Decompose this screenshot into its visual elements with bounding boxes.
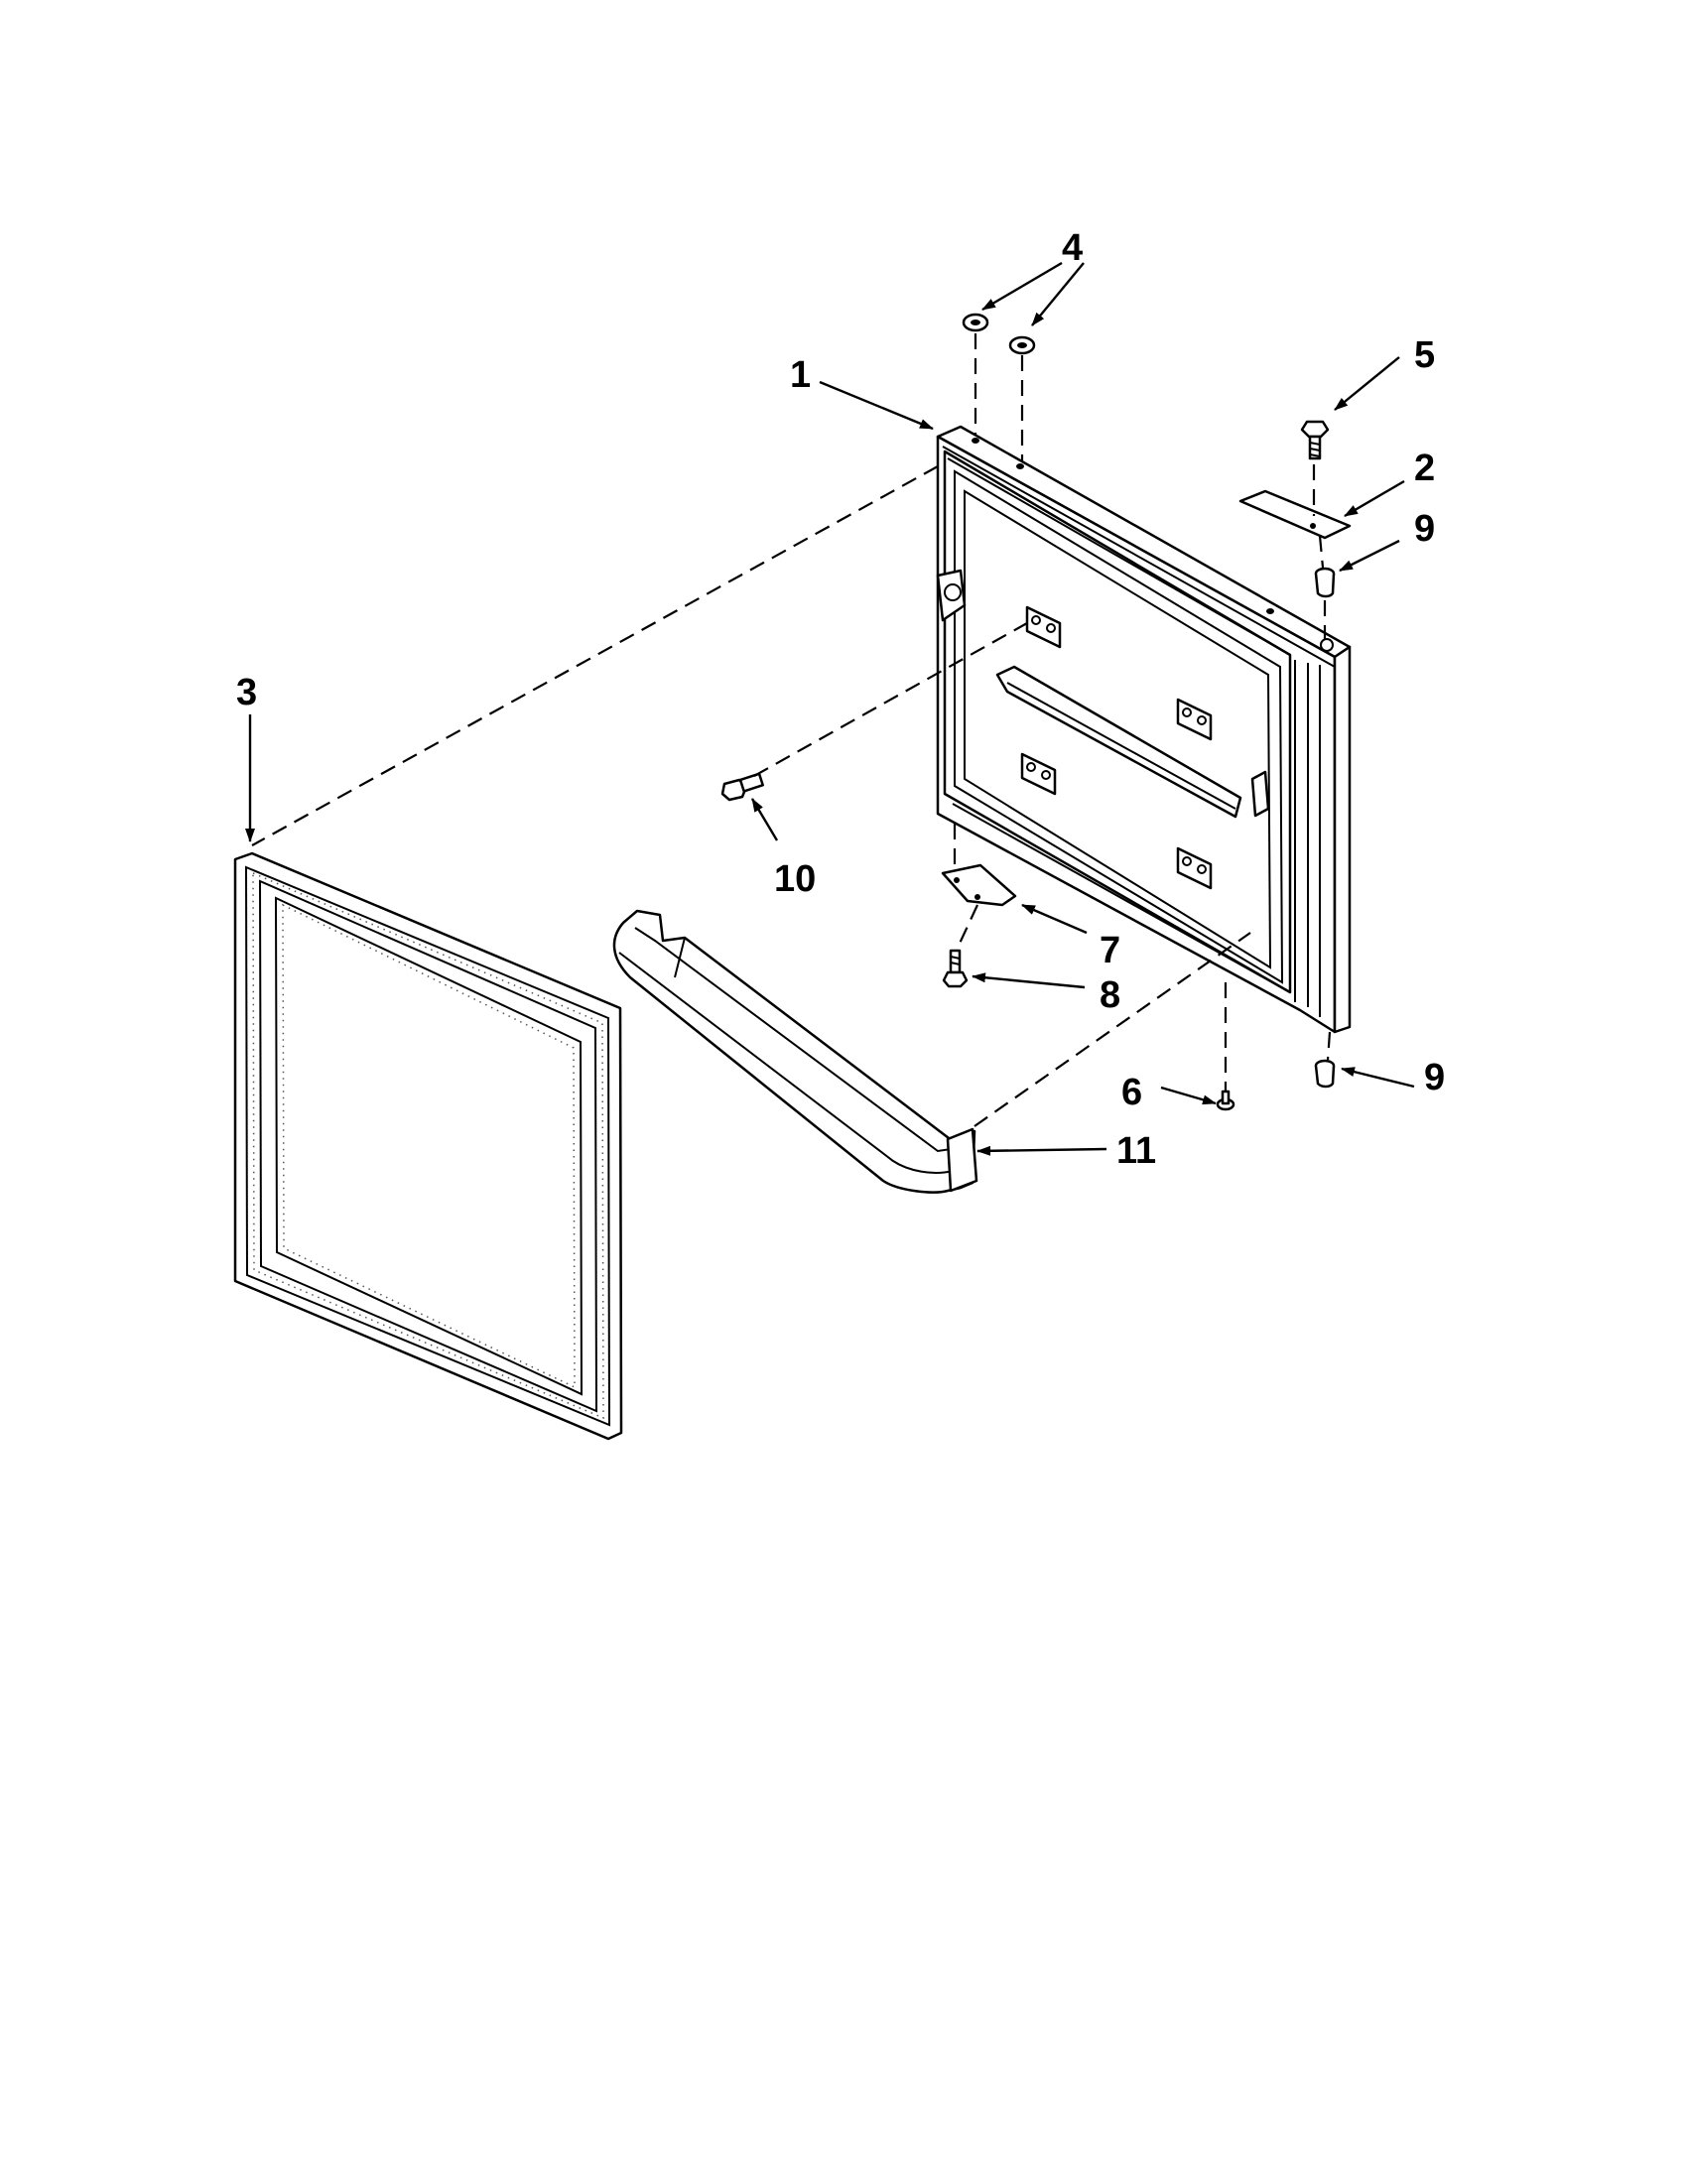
callout-labels: 1 2 3 4 5 6 7 8 9 9 10 11: [236, 227, 1445, 1172]
bracket-screw: [942, 949, 969, 988]
callout-5: 5: [1414, 334, 1435, 376]
door-stop: [1216, 1090, 1235, 1111]
door-bin: [612, 909, 978, 1194]
callout-6: 6: [1121, 1072, 1142, 1113]
callout-9-bottom: 9: [1424, 1057, 1445, 1098]
callout-10: 10: [774, 858, 816, 900]
hinge-screw: [1300, 420, 1330, 460]
callout-1: 1: [790, 354, 811, 396]
callout-8: 8: [1100, 974, 1120, 1016]
leader-lines: [245, 261, 1415, 1156]
callout-11: 11: [1116, 1130, 1156, 1172]
callout-2: 2: [1414, 448, 1435, 489]
freezer-door: [936, 425, 1352, 1034]
callout-4: 4: [1062, 227, 1083, 269]
callout-7: 7: [1100, 930, 1120, 971]
callout-9-top: 9: [1414, 508, 1435, 550]
callout-3: 3: [236, 672, 257, 713]
alignment-lines: [251, 333, 1332, 1127]
hole-plug-right: [1008, 335, 1036, 355]
hinge-bushing-top: [1314, 567, 1336, 598]
hole-plug-left: [962, 313, 989, 332]
mounting-pads: [1020, 605, 1213, 890]
door-bracket: [941, 863, 1017, 907]
hinge-shim: [1238, 489, 1352, 540]
shoulder-screw: [720, 772, 764, 802]
hinge-bushing-bottom: [1314, 1059, 1336, 1089]
door-gasket: [233, 851, 623, 1441]
